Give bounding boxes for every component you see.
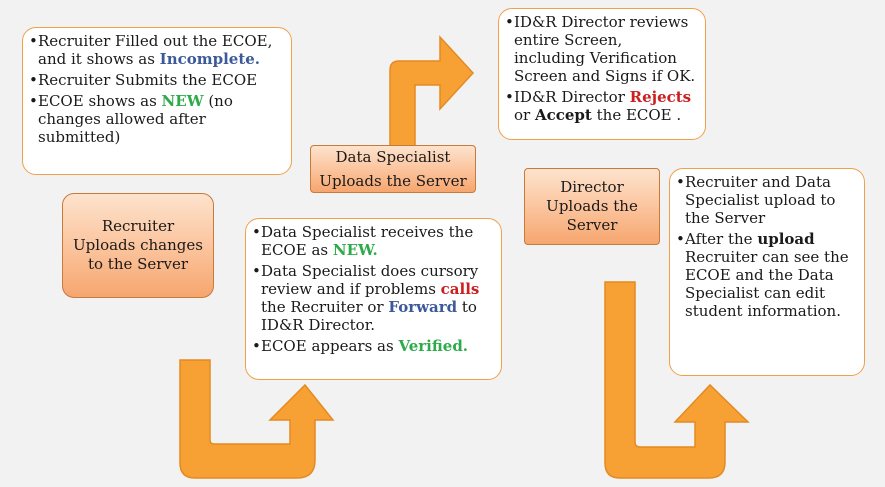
up-turn-arrow bbox=[389, 35, 475, 151]
bullet-ecoe-verified: ECOE appears as Verified. bbox=[252, 337, 493, 355]
bullet-both-upload: Recruiter and Data Specialist upload to … bbox=[676, 173, 856, 227]
u-turn-arrow-right bbox=[604, 281, 750, 479]
bullet-recruiter-submits: Recruiter Submits the ECOE bbox=[29, 71, 283, 89]
step-recruiter-uploads: Recruiter Uploads changes to the Server bbox=[62, 193, 214, 298]
action-upload: upload bbox=[757, 230, 815, 248]
status-new-middle: NEW. bbox=[332, 241, 378, 259]
note-data-specialist-review: Data Specialist receives the ECOE as NEW… bbox=[245, 218, 502, 380]
bullet-data-specialist-receives: Data Specialist receives the ECOE as NEW… bbox=[252, 223, 493, 259]
step-director-uploads: Director Uploads the Server bbox=[524, 168, 660, 245]
action-forward: Forward bbox=[388, 298, 458, 316]
step-recruiter-uploads-label: Recruiter Uploads changes to the Server bbox=[73, 217, 203, 273]
bullet-director-rejects-accept: ID&R Director Rejects or Accept the ECOE… bbox=[505, 88, 697, 124]
status-incomplete: Incomplete. bbox=[159, 50, 261, 68]
note-upload-server: Recruiter and Data Specialist upload to … bbox=[669, 168, 865, 376]
status-accept: Accept bbox=[534, 106, 592, 124]
action-calls: calls bbox=[440, 280, 480, 298]
u-turn-arrow-left bbox=[179, 359, 335, 479]
status-new: NEW bbox=[161, 92, 204, 110]
bullet-after-upload: After the upload Recruiter can see the E… bbox=[676, 230, 856, 320]
step-data-specialist-line1: Data Specialist bbox=[335, 148, 451, 166]
status-rejects: Rejects bbox=[629, 88, 692, 106]
step-director-uploads-label: Director Uploads the Server bbox=[546, 178, 638, 234]
bullet-data-specialist-review: Data Specialist does cursory review and … bbox=[252, 262, 493, 334]
note-director-reviews: ID&R Director reviews entire Screen, inc… bbox=[498, 8, 706, 140]
bullet-ecoe-new: ECOE shows as NEW (no changes allowed af… bbox=[29, 92, 283, 146]
status-verified: Verified. bbox=[398, 337, 469, 355]
bullet-recruiter-filled: Recruiter Filled out the ECOE, and it sh… bbox=[29, 32, 283, 68]
bullet-director-reviews: ID&R Director reviews entire Screen, inc… bbox=[505, 13, 697, 85]
note-recruiter-submits: Recruiter Filled out the ECOE, and it sh… bbox=[22, 27, 292, 175]
step-data-specialist-line2: Uploads the Server bbox=[319, 172, 467, 190]
step-data-specialist-uploads: Data Specialist Uploads the Server bbox=[310, 145, 476, 193]
